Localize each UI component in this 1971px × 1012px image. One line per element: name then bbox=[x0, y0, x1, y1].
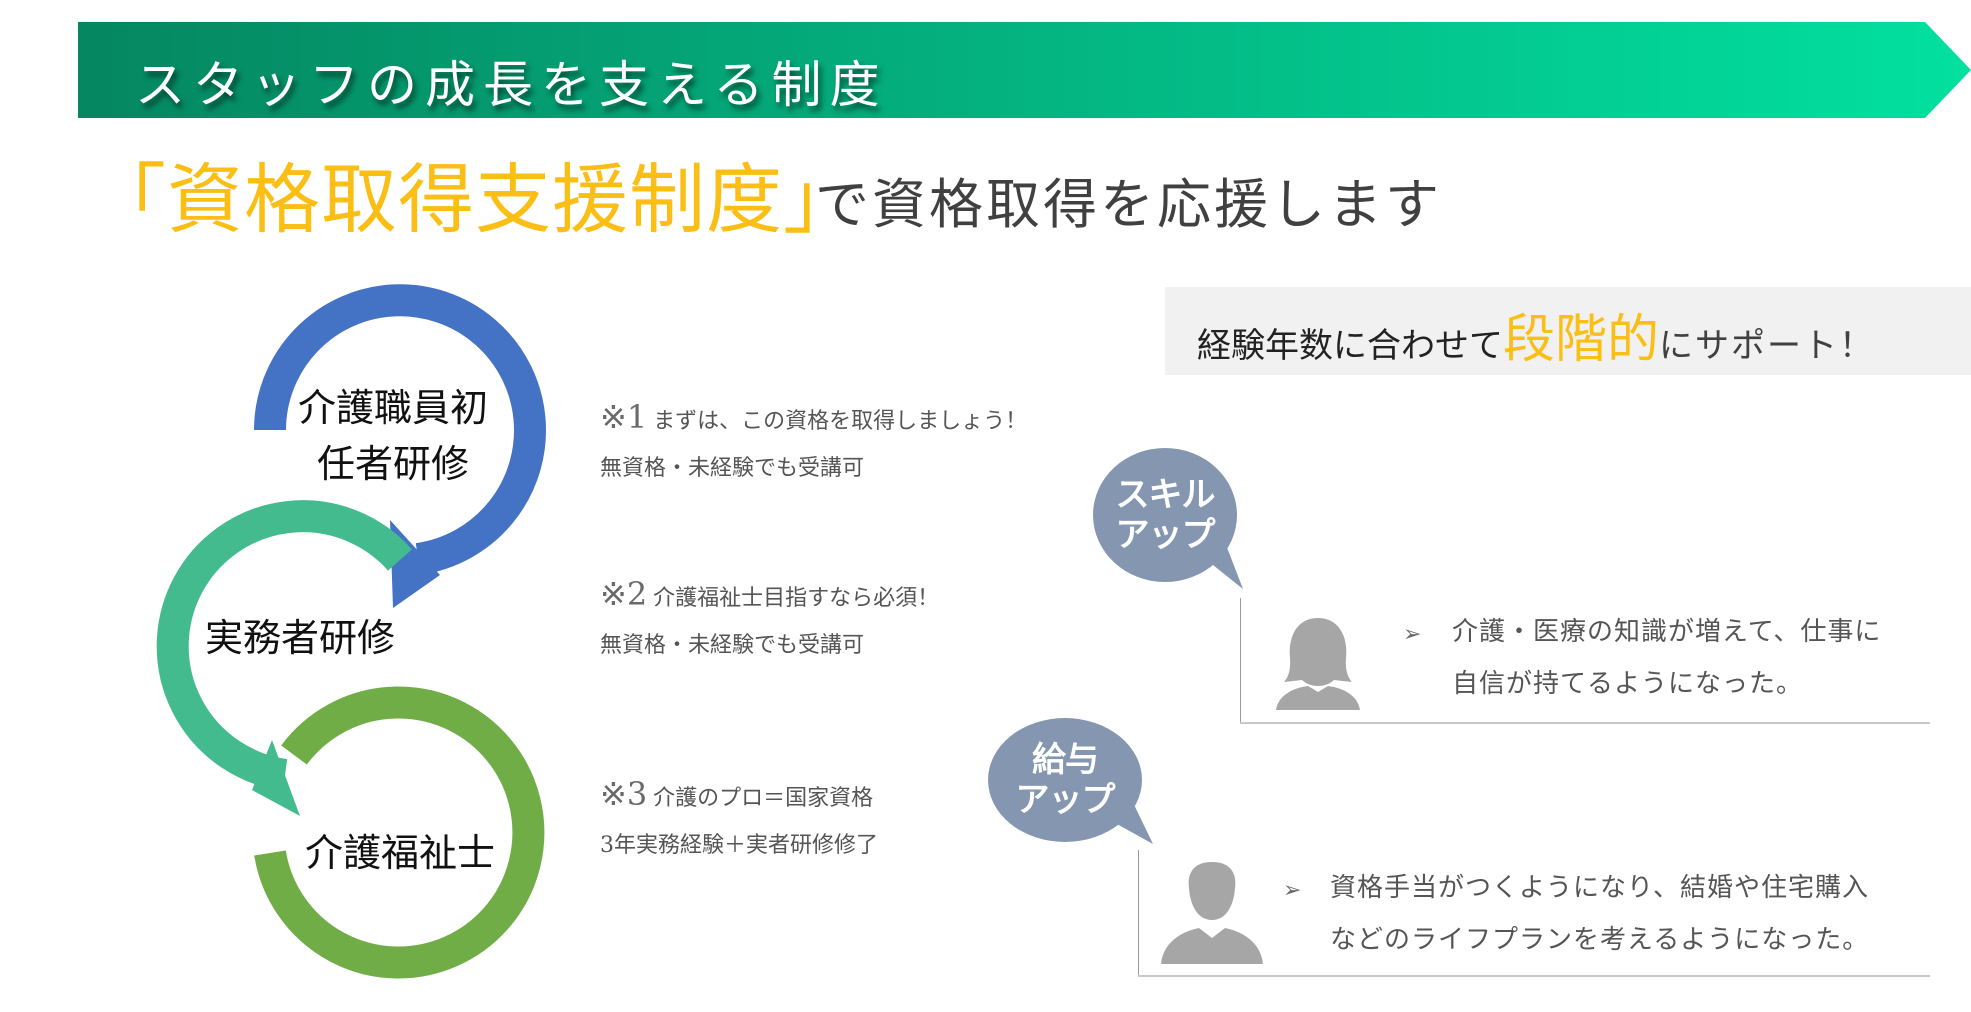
note-heading: 介護のプロ＝国家資格 bbox=[653, 786, 874, 811]
step3-label: 介護福祉士 bbox=[305, 831, 496, 875]
bullet-arrow-icon: ➢ bbox=[1403, 622, 1422, 647]
header-banner: スタッフの成長を支える制度 bbox=[0, 0, 1971, 129]
qualification-cycle-diagram: 介護職員初 任者研修 実務者研修 介護福祉士 bbox=[100, 270, 580, 1012]
note-mark: ※3 bbox=[600, 775, 648, 813]
support-text: 経験年数に合わせて段階的にサポート！ bbox=[1197, 310, 1876, 370]
speech-bubble-shape bbox=[1093, 448, 1243, 589]
step1-arc bbox=[254, 284, 546, 575]
divider bbox=[1240, 598, 1241, 723]
note-heading: 介護福祉士目指すなら必須！ bbox=[653, 586, 940, 611]
note-subtext: 無資格・未経験でも受講可 bbox=[600, 456, 865, 481]
bubble-line2: アップ bbox=[1115, 515, 1216, 555]
testimonial-text: 介護・医療の知識が増えて、仕事に自信が持てるようになった。 bbox=[1452, 617, 1882, 699]
male-avatar-icon bbox=[1157, 858, 1267, 968]
support-box: 経験年数に合わせて段階的にサポート！ bbox=[1165, 287, 1971, 375]
note-subtext: 3年実務経験＋実者研修修了 bbox=[600, 833, 878, 858]
note-heading: まずは、この資格を取得しましょう！ bbox=[653, 409, 1028, 434]
step1-label: 介護職員初 任者研修 bbox=[298, 386, 489, 486]
bubble-line1: 給与 bbox=[1032, 740, 1099, 780]
divider bbox=[1240, 722, 1930, 724]
salary-up-bubble: 給与 アップ bbox=[988, 718, 1153, 846]
skill-up-bubble: スキル アップ bbox=[1093, 447, 1243, 592]
speech-bubble-shape bbox=[988, 718, 1153, 844]
step2-label: 実務者研修 bbox=[205, 616, 396, 660]
divider bbox=[1138, 850, 1139, 976]
banner-arrow-shape bbox=[78, 22, 1971, 118]
bubble-line1: スキル bbox=[1115, 475, 1216, 515]
support-emphasis: 段階的 bbox=[1503, 310, 1660, 370]
bullet-arrow-icon: ➢ bbox=[1283, 878, 1302, 903]
step2-arc bbox=[156, 500, 412, 791]
headline-rest: で資格取得を応援します bbox=[815, 173, 1442, 236]
note-mark: ※2 bbox=[600, 575, 648, 613]
headline-highlight: 「資格取得支援制度」 bbox=[90, 155, 860, 244]
step2-arrowhead bbox=[252, 740, 300, 816]
banner-title: スタッフの成長を支える制度 bbox=[135, 56, 888, 114]
bubble-line2: アップ bbox=[1015, 780, 1116, 820]
note-mark: ※1 bbox=[600, 398, 648, 436]
divider bbox=[1138, 975, 1930, 977]
step3-arc bbox=[254, 686, 545, 979]
female-avatar-icon bbox=[1268, 610, 1368, 714]
note-subtext: 無資格・未経験でも受講可 bbox=[600, 633, 865, 658]
testimonial-text: 資格手当がつくようになり、結婚や住宅購入などのライフプランを考えるようになった。 bbox=[1330, 873, 1870, 955]
